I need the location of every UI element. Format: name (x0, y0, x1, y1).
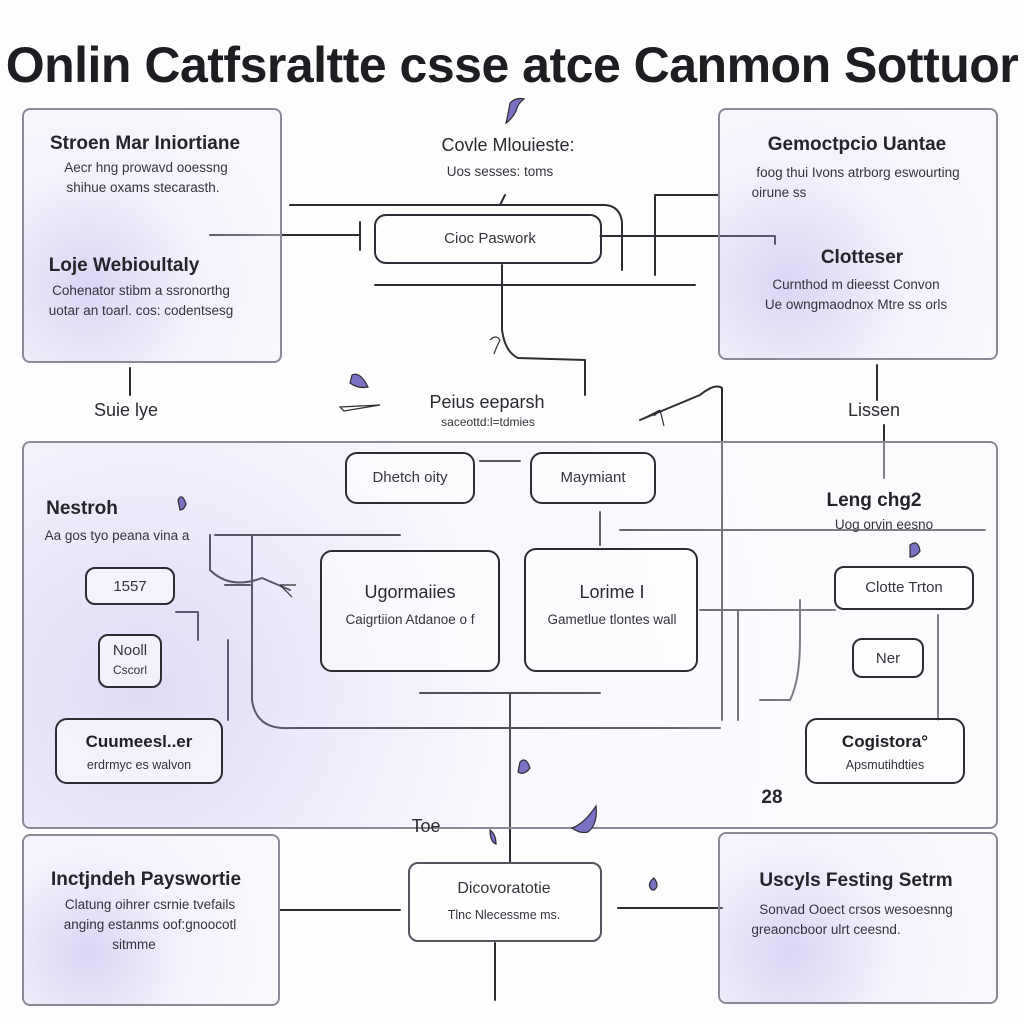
lorime-sub: Gametlue tlontes wall (547, 612, 677, 627)
cogistora-heading: Cogistora° (841, 732, 929, 751)
bottom-left-heading: Inctjndeh Payswortie (50, 869, 242, 890)
cuumeesl-node-heading: Cuumeesl..er (85, 732, 193, 751)
top-right-sub-heading: Clotteser (820, 247, 904, 268)
bottom-right-panel (718, 832, 998, 1004)
bottom-left-label: Toe (411, 816, 441, 836)
left-label: Suie lye (93, 400, 159, 420)
top-right-sub-line-1: Curnthod m dieesst Convon (772, 277, 940, 292)
top-left-line-2: shihue oxams stecarasth. (66, 180, 220, 195)
cogistora-node[interactable]: Cogistora° Apsmutihdties (805, 718, 965, 784)
password-node[interactable]: Cioc Paswork (374, 214, 602, 264)
middle-right-sub: Uog orvin eesno (834, 517, 934, 532)
page-title: Onlin Catfsraltte csse atce Canmon Sottu… (5, 37, 1019, 93)
top-left-sub-line-2: uotar an toarl. cos: codentsesg (48, 303, 234, 318)
bottom-right-label: 28 (761, 787, 783, 808)
bird-icon (338, 404, 381, 412)
dicovoratotie-node[interactable]: Dicovoratotie Tlnc Nlecessme ms. (408, 862, 602, 942)
connector-line (209, 534, 291, 591)
top-left-line-1: Aecr hng prowavd ooessng (64, 160, 228, 175)
leaf-icon (489, 828, 497, 845)
dicovoratotie-heading: Dicovoratotie (457, 880, 551, 897)
maymiant-node-label: Maymiant (560, 469, 626, 486)
password-node-label: Cioc Paswork (444, 230, 536, 247)
leaf-icon (909, 542, 921, 558)
connector-line (639, 385, 723, 721)
nooll-node-sub: Cscorl (112, 663, 148, 677)
maymiant-node[interactable]: Maymiant (530, 452, 656, 504)
top-left-sub-heading: Loje Webioultaly (48, 255, 200, 276)
cuumeesl-node[interactable]: Cuumeesl..er erdrmyc es walvon (55, 718, 223, 784)
node-1557-label: 1557 (113, 578, 147, 595)
connector-line (501, 264, 586, 396)
top-left-heading: Stroen Mar Iniortiane (49, 133, 241, 154)
dhetch-node-label: Dhetch oity (372, 469, 448, 486)
ugormaiies-sub: Caigrtiion Atdanoe o f (345, 612, 475, 627)
node-1557[interactable]: 1557 (85, 567, 175, 605)
bird-icon (505, 97, 526, 125)
lorime-heading: Lorime I (579, 582, 645, 602)
leaf-icon (177, 496, 187, 511)
top-right-heading: Gemoctpcio Uantae (767, 134, 947, 155)
clotte-trton-label: Clotte Trton (865, 579, 943, 596)
leaf-icon (349, 373, 369, 389)
connector-line (499, 204, 623, 271)
arrow-icon (279, 584, 296, 598)
top-right-line-2: oirune ss (751, 185, 807, 200)
bottom-right-line-1: Sonvad Ooect crsos wesoesnng (759, 902, 953, 917)
bottom-left-line-2: anging estanms oof:gnoocotl (63, 917, 237, 932)
connector-line (654, 194, 719, 276)
ner-node[interactable]: Ner (852, 638, 924, 678)
center-label: Peius eeparsh (429, 392, 545, 412)
nooll-node[interactable]: Nooll Cscorl (98, 634, 162, 688)
flame-icon (648, 877, 658, 891)
connector-line (175, 611, 199, 641)
dicovoratotie-sub: Tlnc Nlecessme ms. (447, 908, 561, 922)
top-center-heading: Covle Mlouieste: (441, 135, 575, 155)
ugormaiies-node[interactable]: Ugormaiies Caigrtiion Atdanoe o f (320, 550, 500, 672)
leaf-icon (517, 759, 531, 774)
arrow-icon (639, 409, 665, 427)
middle-left-sub: Aa gos tyo peana vina a (44, 528, 190, 543)
bird-icon (570, 804, 597, 834)
dhetch-node[interactable]: Dhetch oity (345, 452, 475, 504)
top-right-sub-line-2: Ue owngmaodnox Mtre ss orls (764, 297, 948, 312)
bottom-right-line-2: greaoncboor ulrt ceesnd. (751, 922, 901, 937)
ner-node-label: Ner (875, 650, 901, 667)
center-label-sub: saceottd:l=tdmies (441, 415, 535, 429)
connector-line (759, 599, 801, 701)
top-center-sub: Uos sesses: toms (446, 164, 554, 179)
top-left-panel (22, 108, 282, 363)
bottom-left-line-3: sitmme (112, 937, 156, 952)
top-left-sub-line-1: Cohenator stibm a ssronorthg (52, 283, 230, 298)
cogistora-sub: Apsmutihdties (845, 758, 925, 772)
arrow-icon (489, 336, 501, 355)
middle-left-heading: Nestroh (46, 498, 118, 519)
middle-right-heading: Leng chg2 (826, 490, 922, 511)
nooll-node-label: Nooll (112, 642, 148, 659)
right-label: Lissen (847, 400, 901, 420)
bottom-right-heading: Uscyls Festing Setrm (759, 870, 953, 891)
connector-line (251, 534, 721, 730)
top-right-panel (718, 108, 998, 360)
ugormaiies-heading: Ugormaiies (364, 582, 456, 602)
clotte-trton-node[interactable]: Clotte Trton (834, 566, 974, 610)
top-right-line-1: foog thui Ivons atrborg eswourting (756, 165, 960, 180)
bottom-left-line-1: Clatung oihrer csrnie tvefails (64, 897, 236, 912)
bottom-left-panel (22, 834, 280, 1006)
cuumeesl-node-sub: erdrmyc es walvon (86, 758, 192, 772)
lorime-node[interactable]: Lorime I Gametlue tlontes wall (524, 548, 698, 672)
